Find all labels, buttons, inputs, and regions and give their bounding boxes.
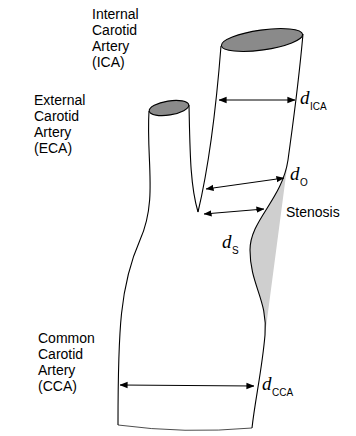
vessel-lumen: [118, 34, 303, 430]
dimension-symbol: d: [290, 164, 300, 184]
vessel-name: External Carotid Artery (ECA): [34, 92, 98, 156]
outer-diameter-arrow: [206, 178, 284, 189]
dimension-symbol: d: [262, 374, 272, 394]
dimension-subscript: S: [232, 245, 239, 256]
stenosis-diameter-arrow: [204, 209, 264, 214]
ica-diameter-arrow: [219, 100, 295, 101]
dimension-symbol: d: [300, 88, 310, 108]
dimension-subscript: CCA: [272, 387, 293, 398]
vessel-name: Internal Carotid Artery (ICA): [92, 6, 154, 70]
dimension-subscript: O: [300, 177, 308, 188]
dimension-symbol: d: [222, 232, 232, 252]
cca-left-wall: [118, 111, 150, 425]
eca-right-wall: [189, 105, 198, 212]
ica-opening: [220, 24, 304, 55]
cca-cut-edge: [118, 425, 252, 430]
dimension-subscript: ICA: [310, 101, 327, 112]
stenosis-plaque: [250, 160, 288, 335]
eca-opening: [148, 98, 190, 118]
vessel-name: Common Carotid Artery (CCA): [38, 330, 102, 394]
region-name: Stenosis: [286, 204, 352, 220]
cca-diameter-arrow: [120, 385, 254, 386]
ica-cca-right-wall: [250, 34, 303, 428]
